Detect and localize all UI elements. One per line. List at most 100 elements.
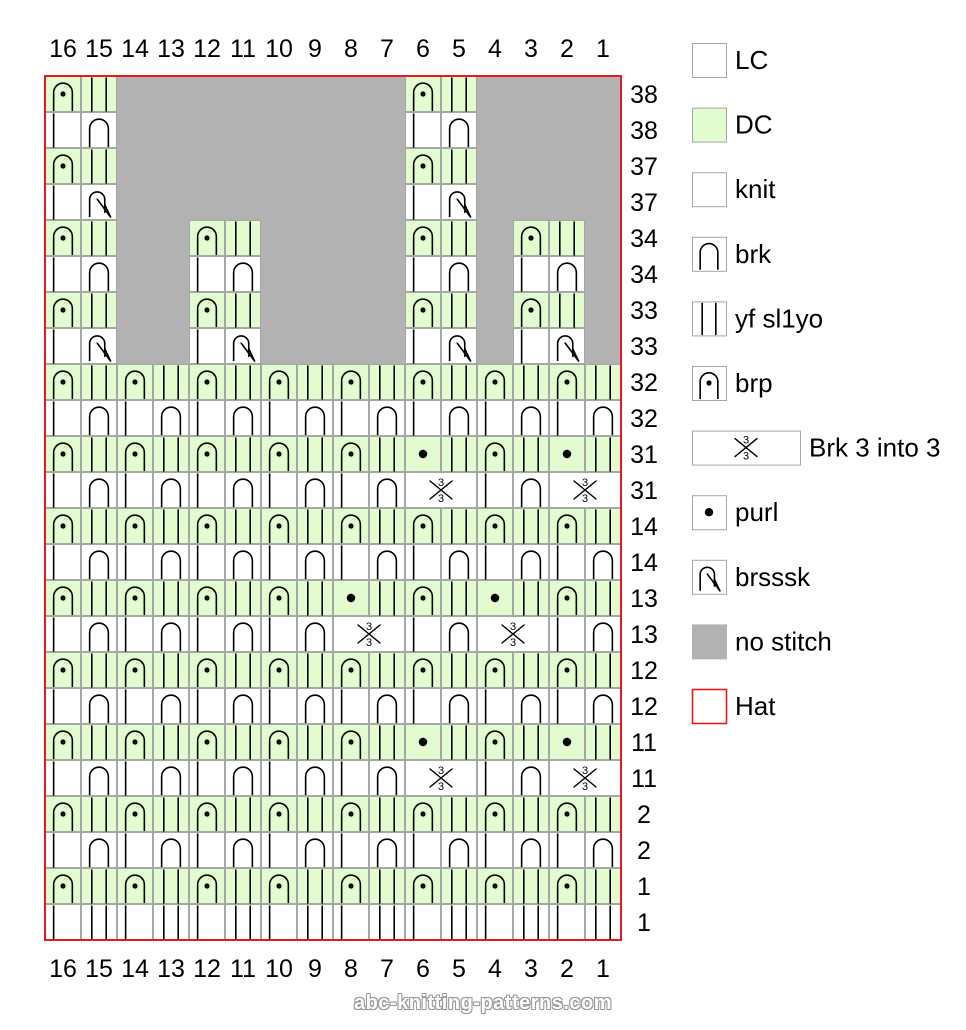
purl-stitch [549,436,585,472]
column-number-bottom: 14 [121,955,149,983]
brk-stitch [225,400,261,436]
no-stitch-gray-box-icon [692,624,727,660]
brp-stitch [261,508,297,544]
brp-stitch [117,868,153,904]
row-number: 14 [630,549,658,577]
stitch-count-bottom: 3 [438,781,444,793]
chart-row [45,436,621,472]
brp-stitch [333,436,369,472]
brp-stitch [549,652,585,688]
brk-stitch [441,832,477,868]
legend-item-lc: LC [692,43,768,78]
brk-stitch [261,400,297,436]
yf-sl1yo-stitch [225,292,261,328]
row-number: 33 [630,297,658,325]
yf-sl1yo-stitch [81,724,117,760]
brp-stitch [261,724,297,760]
yf-sl1yo-stitch [297,652,333,688]
yf-sl1yo-stitch [441,652,477,688]
brk-stitch [261,544,297,580]
brk-stitch [333,400,369,436]
column-number-top: 5 [452,35,466,63]
yf-sl1yo-stitch [441,436,477,472]
yf-sl1yo-stitch [153,796,189,832]
yf-sl1yo-stitch [549,292,585,328]
yf-sl1yo-stitch [153,724,189,760]
brk-stitch [261,688,297,724]
brk-stitch [513,544,549,580]
yf-sl1yo-stitch [81,148,117,184]
brk-stitch [189,256,225,292]
brp-stitch [261,652,297,688]
brp-stitch [405,868,441,904]
stitch-count-top: 3 [582,477,588,489]
brk-stitch [189,544,225,580]
brk-stitch [297,544,333,580]
stitch-count-bottom: 3 [366,637,372,649]
column-number-top: 4 [488,35,502,63]
brk-stitch [477,688,513,724]
brk-stitch [549,616,585,652]
brk-stitch [333,688,369,724]
column-number-bottom: 10 [265,955,293,983]
brk-stitch [549,400,585,436]
yf-sl1yo-stitch [225,580,261,616]
yf-sl1yo-stitch [225,508,261,544]
stitch-count-bottom: 3 [438,493,444,505]
brk-stitch [477,400,513,436]
brp-stitch [117,508,153,544]
chart-row [45,292,585,328]
yf-sl1yo-stitch [297,868,333,904]
brk-stitch [405,616,441,652]
brk-stitch [81,256,117,292]
yf-sl1yo-stitch [225,364,261,400]
row-number: 34 [630,261,658,289]
brp-stitch [261,868,297,904]
brk-stitch [225,688,261,724]
brk-stitch [369,400,405,436]
yf-sl1yo-stitch [441,868,477,904]
brsssk-icon [692,559,727,595]
yf-sl1yo-stitch [297,364,333,400]
brk-stitch [189,328,225,364]
purl-dot-icon [692,495,727,531]
brp-stitch [117,796,153,832]
brp-stitch [189,724,225,760]
row-number: 38 [630,81,658,109]
brk-stitch [405,400,441,436]
legend-label: Hat [735,691,776,721]
brk-3-into-3-stitch: 33 [477,616,549,652]
yf-sl1yo-stitch [153,508,189,544]
chart-row [45,652,621,688]
brp-stitch [549,796,585,832]
brk-stitch [297,400,333,436]
brp-stitch [405,292,441,328]
brp-stitch [189,796,225,832]
brk-stitch [81,112,117,148]
brk-stitch [117,616,153,652]
brk-stitch [441,688,477,724]
purl-stitch [477,580,513,616]
brsssk-stitch [549,328,585,364]
stitch-count-bottom: 3 [582,493,588,505]
legend-item-knit: knit [692,172,776,208]
brk-stitch [477,472,513,508]
brk-stitch [261,832,297,868]
brk-stitch [405,256,441,292]
column-number-top: 11 [230,35,256,63]
brk-stitch [441,544,477,580]
legend-item-yfsl: yf sl1yo [692,301,823,337]
yf-sl1yo-stitch [369,364,405,400]
brk-stitch [405,544,441,580]
stitch-count-bottom: 3 [743,451,749,463]
yf-sl1yo-stitch [441,364,477,400]
column-number-bottom: 4 [488,955,502,983]
column-number-top: 3 [524,35,538,63]
yf-sl1yo-stitch [369,724,405,760]
brp-stitch [405,148,441,184]
yf-sl1yo-stitch [225,436,261,472]
brk-stitch [513,400,549,436]
row-number: 32 [630,369,658,397]
